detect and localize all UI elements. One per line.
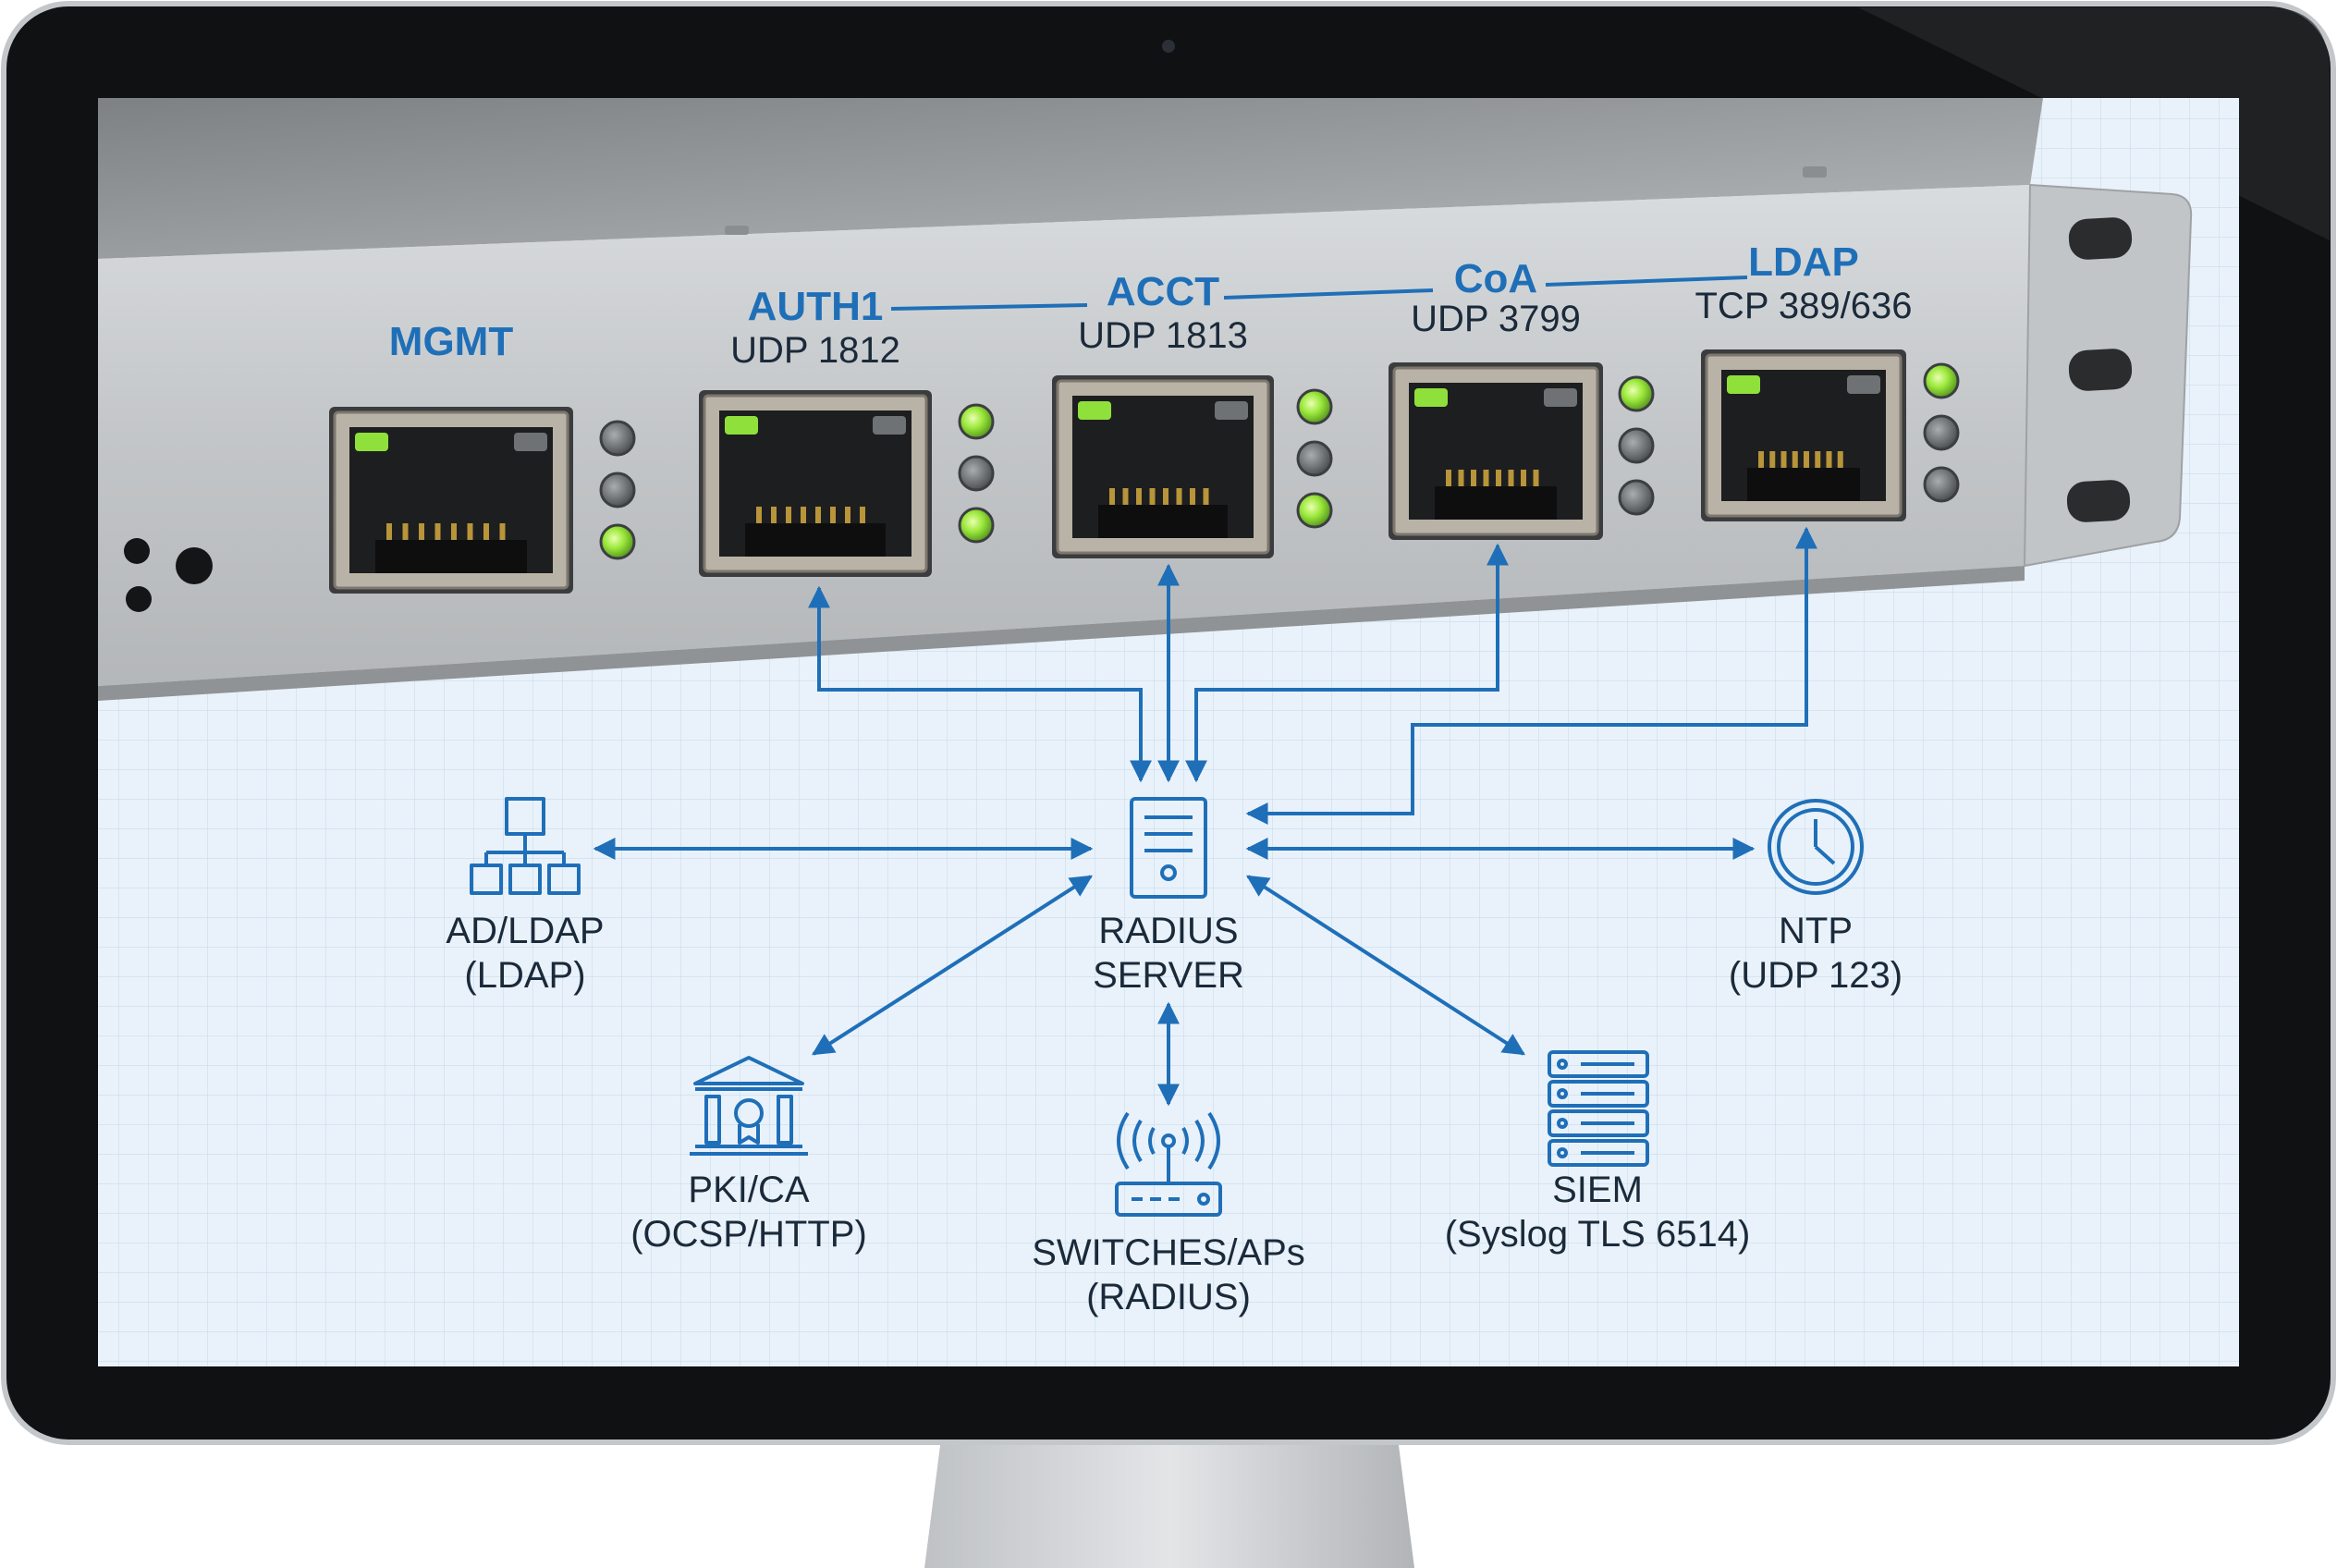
switches-label-line1: SWITCHES/APs — [1032, 1232, 1305, 1273]
port-link-3 — [1545, 276, 1748, 287]
port-acct-status-led-1 — [1296, 388, 1333, 425]
port-acct-name: ACCT — [1107, 269, 1219, 314]
port-link-1 — [890, 303, 1088, 311]
port-mgmt-activity-led — [355, 433, 388, 451]
monitor-stand — [924, 1424, 1414, 1568]
radius-label-line1: RADIUS — [1098, 911, 1238, 951]
port-link-2 — [1223, 288, 1434, 300]
link-ldap-port — [1245, 526, 1817, 825]
radius-label-line2: SERVER — [1093, 955, 1244, 996]
port-mgmt-status-led-3 — [599, 523, 636, 560]
pki-label-line2: (OCSP/HTTP) — [630, 1214, 867, 1255]
port-mgmt-name: MGMT — [389, 319, 514, 364]
port-ldap-status-led-3 — [1923, 466, 1960, 503]
port-auth1-status-led-2 — [958, 455, 995, 492]
webcam — [1162, 40, 1175, 53]
port-coa-protocol: UDP 3799 — [1411, 299, 1581, 339]
hierarchy-icon — [470, 797, 581, 895]
port-mgmt: MGMT — [329, 319, 636, 594]
port-auth1-name: AUTH1 — [748, 284, 884, 329]
port-auth1-status-led-1 — [958, 403, 995, 440]
port-ldap-status-led-1 — [1923, 362, 1960, 399]
link-siem — [1245, 875, 1526, 1056]
ntp-label-line2: (UDP 123) — [1729, 955, 1903, 996]
institution-icon — [690, 1056, 808, 1156]
wireless-router-icon — [1115, 1111, 1222, 1217]
port-acct-status-led-2 — [1296, 440, 1333, 477]
siem-label-line2: (Syslog TLS 6514) — [1445, 1214, 1751, 1255]
switches-label-line2: (RADIUS) — [1086, 1277, 1251, 1317]
server-rack-icon — [1548, 1050, 1649, 1167]
server-tower-icon — [1130, 797, 1207, 899]
port-acct-protocol: UDP 1813 — [1078, 315, 1248, 356]
port-auth1-activity-led — [725, 416, 758, 435]
port-auth1-protocol: UDP 1812 — [730, 330, 900, 371]
port-ldap-name: LDAP — [1748, 239, 1859, 285]
port-mgmt-status-led-1 — [599, 420, 636, 457]
port-coa-activity-led — [1414, 388, 1448, 407]
port-ldap-activity-led — [1727, 375, 1760, 394]
link-pki — [811, 875, 1094, 1056]
ad-label-line2: (LDAP) — [464, 955, 585, 996]
connector-lines — [593, 276, 1817, 1107]
port-coa-status-led-2 — [1618, 427, 1655, 464]
ntp-label-line1: NTP — [1779, 911, 1853, 951]
port-mgmt-status-led-2 — [599, 472, 636, 508]
port-acct-activity-led — [1078, 401, 1111, 420]
clock-icon — [1768, 799, 1864, 895]
ad-label-line1: AD/LDAP — [446, 911, 604, 951]
port-acct-status-led-3 — [1296, 492, 1333, 529]
port-coa-status-led-1 — [1618, 375, 1655, 412]
port-coa-name: CoA — [1454, 256, 1537, 301]
port-ldap-protocol: TCP 389/636 — [1695, 286, 1913, 326]
port-auth1-status-led-3 — [958, 507, 995, 544]
siem-label-line1: SIEM — [1552, 1170, 1643, 1210]
link-auth1 — [808, 585, 1152, 783]
port-coa-status-led-3 — [1618, 479, 1655, 516]
pki-label-line1: PKI/CA — [688, 1170, 809, 1210]
port-ldap-status-led-2 — [1923, 414, 1960, 451]
